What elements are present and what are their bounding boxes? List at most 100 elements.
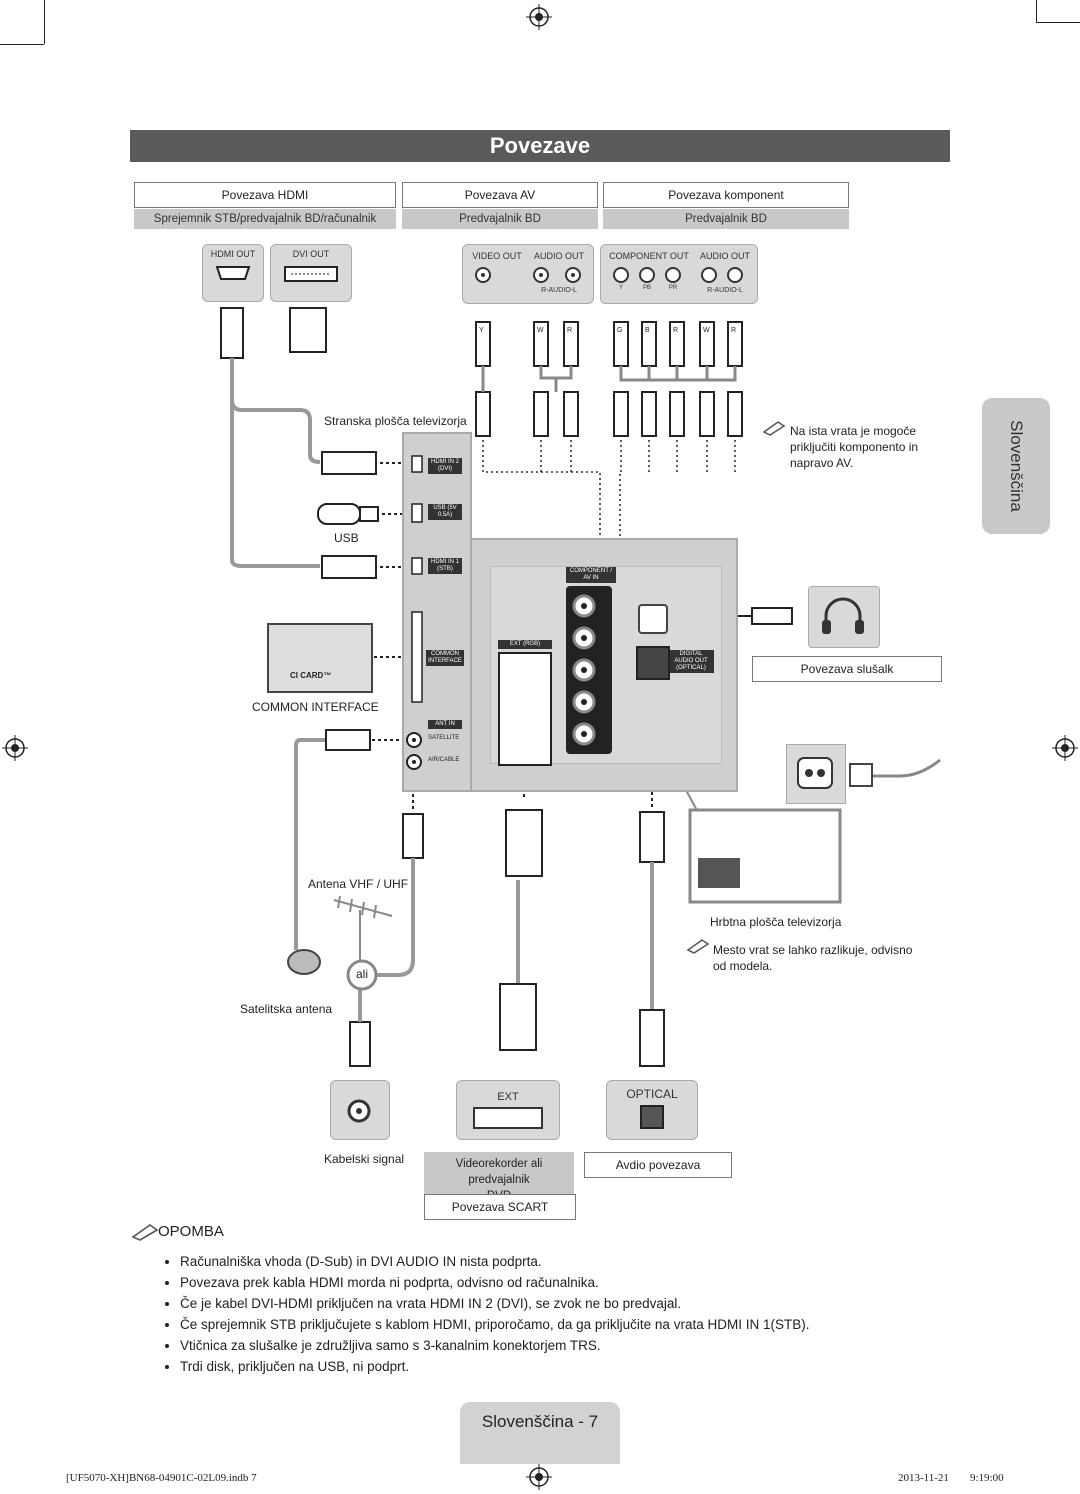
plug-letter-r2: R bbox=[673, 327, 679, 334]
plug-letter-g: G bbox=[617, 327, 623, 334]
note-pencil-icon bbox=[131, 1224, 159, 1241]
subheader-av: Predvajalnik BD bbox=[402, 209, 598, 229]
side-note-1: Na ista vrata je mogoče priključiti komp… bbox=[790, 424, 919, 470]
ext-rgb-port-tag: EXT (RGB) bbox=[498, 640, 552, 649]
y-label: Y bbox=[618, 285, 623, 291]
tv-side-ports bbox=[406, 455, 423, 770]
r-audio-l-label: R-AUDIO-L bbox=[541, 287, 577, 294]
or-label: ali bbox=[356, 967, 369, 981]
dvi-port-icon bbox=[284, 266, 338, 282]
audio-connection-box: Avdio povezava bbox=[584, 1152, 732, 1178]
scart-port bbox=[498, 652, 552, 766]
note-pencil-icon bbox=[762, 421, 786, 436]
plug-letter-w: W bbox=[537, 327, 544, 334]
footer-date: 2013-11-21 bbox=[898, 1472, 949, 1484]
usb-port-tag: USB (5V 0.5A) bbox=[428, 504, 462, 520]
usb-label: USB bbox=[334, 531, 359, 545]
hdmi2-port-tag: HDMI IN 2 (DVI) bbox=[428, 458, 462, 474]
registration-mark-icon bbox=[526, 1464, 552, 1490]
note-item: Če je kabel DVI-HDMI priključen na vrata… bbox=[180, 1296, 1040, 1311]
crop-mark bbox=[44, 0, 45, 44]
common-interface-port-tag: COMMON INTERFACE bbox=[426, 650, 464, 666]
audio-out-label: AUDIO OUT bbox=[533, 251, 584, 261]
headphone-jack bbox=[638, 604, 668, 634]
ci-card-label: CI CARD™ bbox=[290, 671, 332, 680]
air-cable-port-label: AIR/CABLE bbox=[428, 757, 460, 763]
av-out-panel: VIDEO OUT AUDIO OUT R-AUDIO-L bbox=[462, 244, 594, 304]
crop-mark bbox=[1036, 22, 1080, 23]
note-item: Če sprejemnik STB priključujete s kablom… bbox=[180, 1317, 1040, 1332]
power-socket-icon bbox=[797, 757, 833, 789]
optical-label: OPTICAL bbox=[626, 1087, 678, 1101]
r-audio-l-label-2: R-AUDIO-L bbox=[707, 287, 743, 294]
coax-port-icon bbox=[347, 1099, 371, 1123]
back-panel-label: Hrbtna plošča televizorja bbox=[710, 915, 842, 929]
optical-panel: OPTICAL bbox=[606, 1080, 698, 1140]
plug-letter-r: R bbox=[567, 327, 573, 334]
opomba-title: OPOMBA bbox=[158, 1223, 224, 1240]
header-av: Povezava AV bbox=[402, 182, 598, 208]
vcr-dvd-line-1: Videorekorder ali predvajalnik bbox=[455, 1158, 543, 1186]
pr-label: PR bbox=[668, 285, 678, 291]
scart-connection-box: Povezava SCART bbox=[424, 1194, 576, 1220]
registration-mark-icon bbox=[526, 4, 552, 30]
ant-in-port-tag: ANT IN bbox=[428, 720, 462, 729]
crop-mark bbox=[1036, 0, 1037, 22]
component-out-label: COMPONENT OUT bbox=[609, 251, 689, 261]
component-av-port-tag: COMPONENT / AV IN bbox=[566, 567, 616, 583]
headphones-icon bbox=[822, 597, 864, 634]
ext-label: EXT bbox=[497, 1091, 519, 1103]
header-hdmi: Povezava HDMI bbox=[134, 182, 396, 208]
hdmi1-port-tag: HDMI IN 1 (STB) bbox=[428, 558, 462, 574]
footer-time: 9:19:00 bbox=[970, 1472, 1004, 1484]
component-out-panel: COMPONENT OUT AUDIO OUT Y PB PR R-AUDIO-… bbox=[600, 244, 758, 304]
note-item: Računalniška vhoda (D-Sub) in DVI AUDIO … bbox=[180, 1254, 1040, 1269]
satellite-port-label: SATELLITE bbox=[428, 735, 460, 741]
plug-letter-b: B bbox=[645, 327, 650, 334]
note-item: Povezava prek kabla HDMI morda ni podprt… bbox=[180, 1275, 1040, 1290]
video-out-label: VIDEO OUT bbox=[472, 251, 522, 261]
optical-port-icon bbox=[640, 1105, 664, 1129]
crop-mark bbox=[0, 44, 44, 45]
ext-panel: EXT bbox=[456, 1080, 560, 1140]
headphones-panel bbox=[808, 586, 880, 648]
note-item: Trdi disk, priključen na USB, ni podprt. bbox=[180, 1359, 1040, 1374]
note-item: Vtičnica za slušalke je združljiva samo … bbox=[180, 1338, 1040, 1353]
opomba-list: Računalniška vhoda (D-Sub) in DVI AUDIO … bbox=[160, 1254, 1040, 1380]
hdmi-out-panel: HDMI OUT bbox=[202, 244, 264, 302]
note-pencil-icon bbox=[686, 939, 710, 954]
cable-signal-label: Kabelski signal bbox=[324, 1152, 405, 1166]
page-number-tab: Slovenščina - 7 bbox=[460, 1402, 620, 1464]
av-jack-icons bbox=[475, 267, 581, 283]
dvi-out-label: DVI OUT bbox=[292, 249, 330, 259]
component-av-jack-icons bbox=[572, 594, 596, 746]
dvi-out-panel: DVI OUT bbox=[270, 244, 352, 302]
plug-letter-r3: R bbox=[731, 327, 737, 334]
footer-file: [UF5070-XH]BN68-04901C-02L09.indb 7 bbox=[66, 1472, 257, 1484]
registration-mark-icon bbox=[1052, 735, 1078, 761]
registration-mark-icon bbox=[2, 735, 28, 761]
component-jack-icons bbox=[613, 267, 743, 283]
common-interface-label: COMMON INTERFACE bbox=[252, 700, 379, 714]
hdmi-port-icon bbox=[215, 266, 251, 280]
hdmi-out-label: HDMI OUT bbox=[210, 249, 256, 259]
satellite-label: Satelitska antena bbox=[240, 1002, 333, 1016]
antenna-label: Antena VHF / UHF bbox=[308, 877, 409, 891]
side-note-2: Mesto vrat se lahko razlikuje, odvisno o… bbox=[713, 943, 913, 973]
ext-scart-icon bbox=[473, 1107, 543, 1129]
digital-audio-port-tag: DIGITAL AUDIO OUT (OPTICAL) bbox=[668, 650, 714, 673]
subheader-component: Predvajalnik BD bbox=[603, 209, 849, 229]
vcr-dvd-box: Videorekorder ali predvajalnik DVD bbox=[424, 1152, 574, 1202]
side-panel-label: Stranska plošča televizorja bbox=[324, 414, 467, 428]
pb-label: PB bbox=[642, 285, 651, 291]
audio-out-label-2: AUDIO OUT bbox=[699, 251, 750, 261]
plug-letter-y: Y bbox=[479, 327, 484, 334]
plug-letter-w2: W bbox=[703, 327, 710, 334]
subheader-hdmi: Sprejemnik STB/predvajalnik BD/računalni… bbox=[134, 209, 396, 229]
language-side-tab: Slovenščina bbox=[982, 398, 1050, 534]
header-component: Povezava komponent bbox=[603, 182, 849, 208]
headphones-connection-box: Povezava slušalk bbox=[752, 656, 942, 682]
optical-port bbox=[636, 646, 670, 680]
page-title: Povezave bbox=[130, 130, 950, 162]
